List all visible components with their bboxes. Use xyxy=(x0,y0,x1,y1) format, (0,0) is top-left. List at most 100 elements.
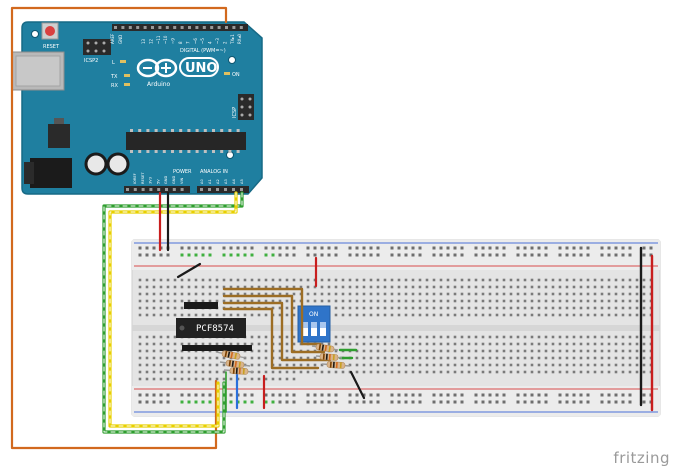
breadboard-hole xyxy=(236,299,240,303)
breadboard-hole xyxy=(250,292,254,296)
reset-button-cap[interactable] xyxy=(45,26,55,36)
breadboard-hole xyxy=(544,356,548,360)
power-pin-hole xyxy=(133,188,137,191)
rail-hole xyxy=(572,400,576,404)
dip-switch[interactable]: ON xyxy=(297,305,331,343)
breadboard-hole xyxy=(446,306,450,310)
breadboard-hole xyxy=(614,349,618,353)
breadboard-hole xyxy=(614,285,618,289)
breadboard-hole xyxy=(530,285,534,289)
breadboard-hole xyxy=(278,335,282,339)
rail-hole xyxy=(264,253,268,257)
breadboard-hole xyxy=(208,313,212,317)
rail-hole xyxy=(369,393,373,397)
breadboard-hole xyxy=(145,313,149,317)
breadboard-hole xyxy=(502,335,506,339)
digital-pin-hole xyxy=(151,26,154,29)
breadboard-hole xyxy=(544,313,548,317)
breadboard-hole xyxy=(502,299,506,303)
rail-hole xyxy=(565,253,569,257)
rail-hole xyxy=(313,393,317,397)
rail-hole xyxy=(537,400,541,404)
rail-hole xyxy=(313,400,317,404)
breadboard-hole xyxy=(460,370,464,374)
breadboard-hole xyxy=(173,278,177,282)
breadboard-hole xyxy=(194,292,198,296)
breadboard-hole xyxy=(355,278,359,282)
breadboard-hole xyxy=(621,370,625,374)
breadboard-hole xyxy=(551,342,555,346)
breadboard-hole xyxy=(600,278,604,282)
breadboard-hole xyxy=(551,313,555,317)
breadboard-hole xyxy=(145,342,149,346)
rail-hole xyxy=(488,400,492,404)
breadboard-hole xyxy=(453,370,457,374)
breadboard-hole xyxy=(222,278,226,282)
rail-hole xyxy=(145,246,149,250)
breadboard-hole xyxy=(215,363,219,367)
breadboard-hole xyxy=(502,349,506,353)
breadboard-hole xyxy=(474,335,478,339)
chip-leg xyxy=(228,129,232,132)
power-pin-hole xyxy=(165,188,168,191)
rail-hole xyxy=(418,246,422,250)
chip-leg xyxy=(187,150,191,153)
aref-label: AREF xyxy=(110,33,115,44)
breadboard-hole xyxy=(138,292,142,296)
chip-leg xyxy=(138,129,142,132)
breadboard-hole xyxy=(362,335,366,339)
rail-hole xyxy=(586,400,590,404)
breadboard-hole xyxy=(355,335,359,339)
breadboard-hole xyxy=(404,313,408,317)
breadboard-hole xyxy=(621,292,625,296)
breadboard-hole xyxy=(607,313,611,317)
rail-hole xyxy=(628,400,632,404)
rail-hole xyxy=(544,400,548,404)
breadboard-hole xyxy=(173,335,177,339)
breadboard-hole xyxy=(425,370,429,374)
breadboard-hole xyxy=(201,377,205,381)
breadboard-hole xyxy=(138,313,142,317)
breadboard-hole xyxy=(355,299,359,303)
breadboard-hole xyxy=(264,335,268,339)
breadboard-hole xyxy=(509,363,513,367)
breadboard-hole xyxy=(411,342,415,346)
breadboard-hole xyxy=(593,278,597,282)
rail-hole xyxy=(306,393,310,397)
breadboard-hole xyxy=(173,356,177,360)
breadboard-hole xyxy=(292,292,296,296)
digital-pin-label: 12 xyxy=(148,38,153,44)
rail-hole xyxy=(453,393,457,397)
breadboard-hole xyxy=(530,370,534,374)
breadboard-hole xyxy=(586,313,590,317)
digital-pin-hole xyxy=(128,26,132,29)
breadboard-hole xyxy=(481,363,485,367)
breadboard-hole xyxy=(481,356,485,360)
breadboard-hole xyxy=(355,349,359,353)
breadboard-hole xyxy=(348,299,352,303)
breadboard-hole xyxy=(173,342,177,346)
rail-hole xyxy=(460,400,464,404)
breadboard-hole xyxy=(250,377,254,381)
breadboard-hole xyxy=(558,278,562,282)
breadboard-hole xyxy=(586,342,590,346)
breadboard-hole xyxy=(593,363,597,367)
breadboard-hole xyxy=(418,299,422,303)
breadboard-hole xyxy=(264,370,268,374)
breadboard-hole xyxy=(523,292,527,296)
breadboard-hole xyxy=(614,335,618,339)
chip-leg xyxy=(220,129,224,132)
rail-hole xyxy=(502,400,506,404)
breadboard-hole xyxy=(292,370,296,374)
breadboard-hole xyxy=(383,370,387,374)
breadboard-hole xyxy=(600,342,604,346)
breadboard-hole xyxy=(635,285,639,289)
breadboard-hole xyxy=(243,278,247,282)
breadboard-hole xyxy=(285,342,289,346)
breadboard-hole xyxy=(397,370,401,374)
breadboard-hole xyxy=(215,370,219,374)
breadboard-hole xyxy=(215,356,219,360)
breadboard-hole xyxy=(376,306,380,310)
analog-pin-label: A5 xyxy=(240,179,244,184)
digital-header xyxy=(112,24,248,31)
